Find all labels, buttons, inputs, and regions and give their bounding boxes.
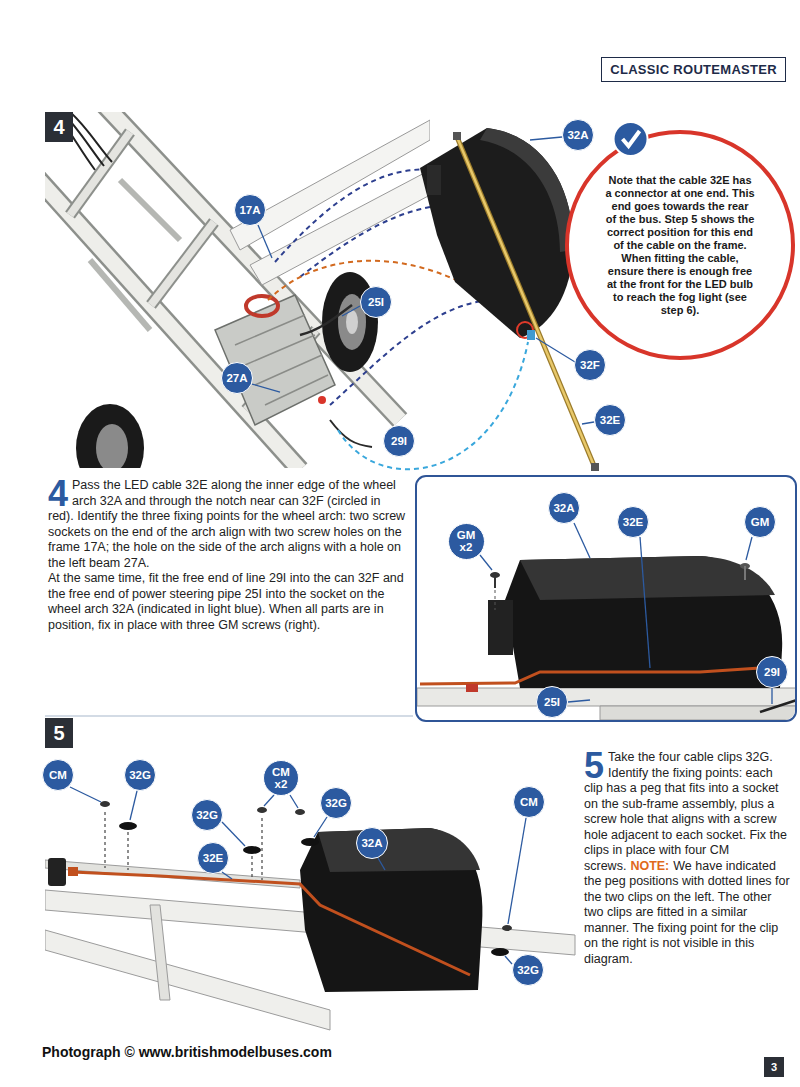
text-column: 4Pass the LED cable 32E along the inner … bbox=[48, 478, 406, 633]
callout-number: CMx2 bbox=[263, 760, 299, 796]
callout-number: 32A bbox=[548, 492, 580, 524]
node-text: 4 bbox=[53, 116, 64, 138]
node-text: 3 bbox=[771, 1061, 777, 1073]
step-number: 4 bbox=[45, 112, 73, 142]
callout-number: 27A bbox=[221, 362, 253, 394]
callout-number: 32G bbox=[191, 799, 223, 831]
callout-number: 32E bbox=[594, 404, 626, 436]
callout-number: 25I bbox=[536, 686, 568, 718]
callout-number: 32G bbox=[320, 787, 352, 819]
node-text: CM bbox=[49, 769, 67, 781]
node-text: 32G bbox=[517, 964, 539, 976]
drop-cap: 5 bbox=[584, 751, 604, 781]
node-text: 25I bbox=[368, 296, 384, 308]
subframe-drawing bbox=[45, 801, 575, 1030]
callout-number: GMx2 bbox=[448, 523, 485, 560]
node-text: 32E bbox=[623, 516, 643, 528]
node-text: GM bbox=[751, 516, 770, 528]
node-text: x2 bbox=[460, 541, 473, 553]
node-text: 32G bbox=[325, 797, 347, 809]
callout-number: CM bbox=[42, 759, 74, 791]
callout-number: 32A bbox=[356, 827, 388, 859]
node-text: 32F bbox=[580, 359, 600, 371]
step-number: 5 bbox=[45, 718, 73, 748]
node-text: 32G bbox=[129, 769, 151, 781]
inset-panel bbox=[416, 476, 797, 721]
node-text: CM bbox=[272, 766, 290, 778]
node-text: 25I bbox=[544, 696, 560, 708]
note-circle: Note that the cable 32E has a connector … bbox=[565, 130, 795, 360]
callout-number: 32A bbox=[562, 119, 594, 151]
leader-lines bbox=[252, 137, 594, 424]
callout-number: 32F bbox=[574, 349, 606, 381]
callout-number: 32E bbox=[617, 506, 649, 538]
text-column: Photograph © www.britishmodelbuses.com bbox=[42, 1045, 462, 1062]
node-text: 32A bbox=[361, 837, 382, 849]
node-text: 32E bbox=[203, 852, 223, 864]
text-column: 5Take the four cable clips 32G. Identify… bbox=[584, 750, 792, 967]
node-text: 32A bbox=[553, 502, 574, 514]
node-text: 27A bbox=[226, 372, 247, 384]
drop-cap: 4 bbox=[48, 479, 68, 509]
note-text: Note that the cable 32E has a connector … bbox=[605, 174, 755, 317]
instruction-text: Take the four cable clips 32G. Identify … bbox=[584, 750, 787, 873]
callout-number: 29I bbox=[383, 425, 415, 457]
page-number: 3 bbox=[764, 1057, 784, 1077]
photo-credit: Photograph © www.britishmodelbuses.com bbox=[42, 1044, 332, 1060]
node-text: 32E bbox=[600, 414, 620, 426]
node-text: 32A bbox=[567, 129, 588, 141]
node-text: CM bbox=[520, 796, 538, 808]
note-word: NOTE: bbox=[630, 859, 669, 873]
node-text: 32G bbox=[196, 809, 218, 821]
instruction-text: We have indicated the peg positions with… bbox=[584, 859, 790, 966]
callout-number: 32G bbox=[124, 759, 156, 791]
callout-number: 32G bbox=[512, 954, 544, 986]
callout-number: 17A bbox=[234, 194, 266, 226]
node-text: 17A bbox=[239, 204, 260, 216]
callout-number: CM bbox=[513, 786, 545, 818]
led-cable bbox=[453, 132, 599, 471]
callout-number: 32E bbox=[197, 842, 229, 874]
callout-number: 29I bbox=[756, 656, 788, 688]
header-title: CLASSIC ROUTEMASTER bbox=[601, 57, 786, 82]
callout-number: GM bbox=[744, 506, 776, 538]
node-text: GM bbox=[457, 529, 476, 541]
node-text: x2 bbox=[275, 778, 288, 790]
instruction-text: At the same time, fit the free end of li… bbox=[48, 571, 406, 633]
section-rule bbox=[45, 715, 413, 717]
callout-number: 25I bbox=[360, 286, 392, 318]
node-text: 5 bbox=[53, 722, 64, 744]
chassis-drawing bbox=[45, 112, 430, 468]
instruction-text: Pass the LED cable 32E along the inner e… bbox=[48, 478, 405, 570]
check-icon bbox=[614, 122, 648, 156]
node-text: 29I bbox=[391, 435, 407, 447]
leader-lines bbox=[70, 787, 526, 964]
node-text: 29I bbox=[764, 666, 780, 678]
